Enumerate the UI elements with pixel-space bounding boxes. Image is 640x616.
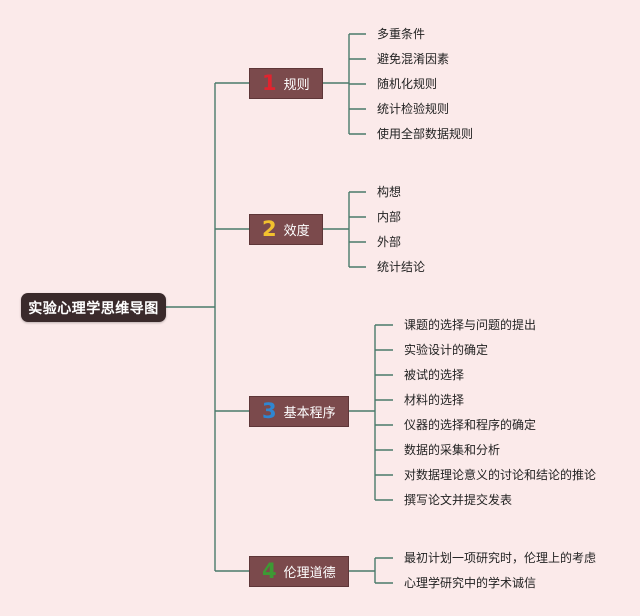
leaf-procedure-8[interactable]: 撰写论文并提交发表 <box>404 493 513 507</box>
branch-node-ethics[interactable]: 4 伦理道德 <box>249 556 349 587</box>
root-label: 实验心理学思维导图 <box>28 300 159 317</box>
leaf-validity-1[interactable]: 构想 <box>377 185 402 199</box>
leaf-procedure-3[interactable]: 被试的选择 <box>404 368 465 382</box>
branch-node-validity[interactable]: 2 效度 <box>249 214 323 245</box>
leaf-procedure-2[interactable]: 实验设计的确定 <box>404 343 489 357</box>
branch-label-rules: 规则 <box>283 78 310 93</box>
leaf-validity-4[interactable]: 统计结论 <box>377 260 426 274</box>
leaf-ethics-1[interactable]: 最初计划一项研究时，伦理上的考虑 <box>404 551 597 565</box>
leaf-rules-1[interactable]: 多重条件 <box>377 27 426 41</box>
branch-label-procedure: 基本程序 <box>283 406 336 421</box>
branch-number-1: 1 <box>262 71 277 95</box>
leaf-validity-3[interactable]: 外部 <box>377 235 402 249</box>
leaf-procedure-4[interactable]: 材料的选择 <box>404 393 465 407</box>
branch-number-4: 4 <box>262 559 277 583</box>
branch-number-2: 2 <box>262 217 277 241</box>
branch-label-validity: 效度 <box>283 224 310 239</box>
leaf-rules-4[interactable]: 统计检验规则 <box>377 102 450 116</box>
branch-number-3: 3 <box>262 399 277 423</box>
leaf-rules-5[interactable]: 使用全部数据规则 <box>377 127 474 141</box>
leaf-procedure-6[interactable]: 数据的采集和分析 <box>404 443 501 457</box>
branch-label-ethics: 伦理道德 <box>283 566 336 581</box>
branch-node-rules[interactable]: 1 规则 <box>249 68 323 99</box>
leaf-rules-3[interactable]: 随机化规则 <box>377 77 438 91</box>
leaf-procedure-5[interactable]: 仪器的选择和程序的确定 <box>404 418 537 432</box>
leaf-procedure-1[interactable]: 课题的选择与问题的提出 <box>404 318 537 332</box>
branch-node-procedure[interactable]: 3 基本程序 <box>249 396 349 427</box>
leaf-procedure-7[interactable]: 对数据理论意义的讨论和结论的推论 <box>404 468 597 482</box>
leaf-ethics-2[interactable]: 心理学研究中的学术诚信 <box>404 576 537 590</box>
root-node[interactable]: 实验心理学思维导图 <box>21 293 166 322</box>
leaf-validity-2[interactable]: 内部 <box>377 210 402 224</box>
leaf-rules-2[interactable]: 避免混淆因素 <box>377 52 450 66</box>
